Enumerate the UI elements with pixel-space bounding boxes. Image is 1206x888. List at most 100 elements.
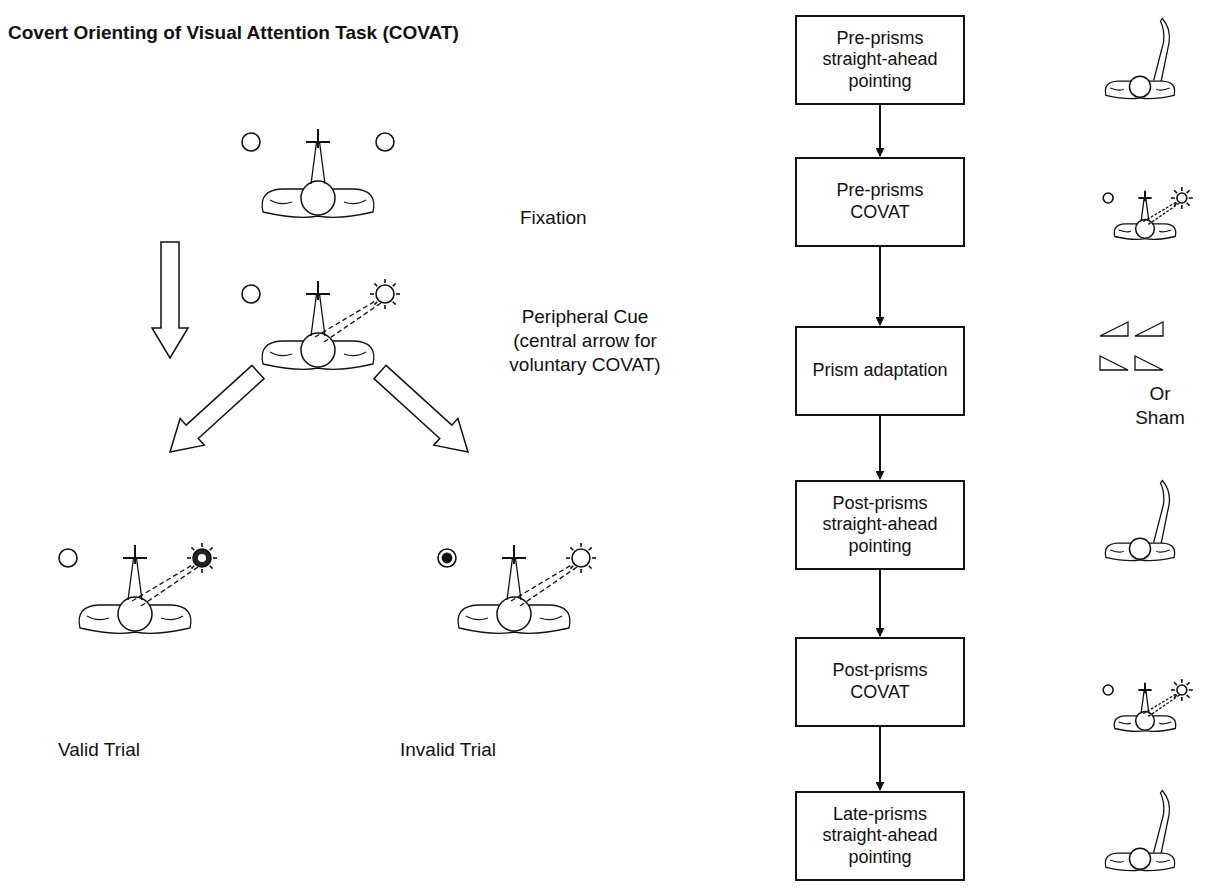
sight-line xyxy=(1141,690,1149,713)
cue-ray xyxy=(1181,679,1183,683)
box-text: Pre-prisms straight-ahead pointing xyxy=(797,28,963,93)
cue-ray xyxy=(1189,689,1193,691)
observer-scene xyxy=(242,279,400,369)
observer-scene xyxy=(438,543,596,633)
sight-line xyxy=(128,558,142,600)
cue-ray xyxy=(384,279,386,283)
head xyxy=(1129,848,1150,869)
sight-line xyxy=(1141,198,1149,221)
cue-ray xyxy=(210,547,213,550)
prism xyxy=(1135,356,1163,370)
cue-ray xyxy=(1174,190,1177,193)
flow-arrow xyxy=(879,570,881,636)
box-text: Late-prisms straight-ahead pointing xyxy=(797,804,963,869)
box-text: Post-prisms straight-ahead pointing xyxy=(797,493,963,558)
fixation-cross xyxy=(1138,191,1151,201)
cue-ray xyxy=(393,302,396,305)
pointing-arm xyxy=(1154,18,1170,81)
cue-ray xyxy=(1187,203,1190,206)
process-box: Post-prisms straight-ahead pointing xyxy=(795,480,965,570)
sight-line xyxy=(311,142,325,184)
target-placeholder xyxy=(376,133,394,151)
cue-ray xyxy=(1174,203,1177,206)
cue-ray xyxy=(1174,682,1177,685)
fixation-cross xyxy=(123,545,147,564)
label: Or Sham xyxy=(1130,382,1190,430)
sight-line xyxy=(311,294,325,336)
label: Peripheral Cue (central arrow for volunt… xyxy=(490,305,680,376)
sequence-arrow xyxy=(374,365,468,452)
head xyxy=(301,333,335,367)
head xyxy=(1136,711,1155,730)
target-placeholder xyxy=(242,285,260,303)
box-text: Prism adaptation xyxy=(804,360,955,382)
sight-line xyxy=(507,558,521,600)
process-box: Pre-prisms straight-ahead pointing xyxy=(795,15,965,105)
pointing-figure xyxy=(1105,480,1174,560)
cue-ray xyxy=(201,569,203,573)
cue-light-ring xyxy=(198,554,206,562)
cue-ray xyxy=(384,305,386,309)
cue-ray xyxy=(580,569,582,573)
cue-ray xyxy=(1171,197,1175,199)
prism-icons xyxy=(1100,322,1163,370)
process-box: Prism adaptation xyxy=(795,326,965,416)
prism xyxy=(1100,356,1128,370)
head xyxy=(1136,219,1155,238)
attention-line xyxy=(315,300,381,342)
cue-ray xyxy=(1189,197,1193,199)
prism xyxy=(1135,322,1163,336)
target-placeholder xyxy=(242,133,260,151)
process-box: Post-prisms COVAT xyxy=(795,637,965,727)
title: Covert Orienting of Visual Attention Tas… xyxy=(8,22,459,44)
flow-arrow xyxy=(879,247,881,325)
cue-ray xyxy=(1187,695,1190,698)
flow-arrow xyxy=(879,727,881,790)
cue-ray xyxy=(592,557,596,559)
label: Invalid Trial xyxy=(400,738,570,762)
cue-ray xyxy=(191,547,194,550)
cue-ray xyxy=(191,566,194,569)
pointing-figure xyxy=(1105,790,1174,870)
cue-ray xyxy=(396,293,400,295)
observer-scene xyxy=(59,543,217,633)
cue-ray xyxy=(187,557,191,559)
cue-ray xyxy=(1181,205,1183,209)
attention-line xyxy=(132,564,198,606)
cue-ray xyxy=(580,543,582,547)
cue-ray xyxy=(1174,695,1177,698)
fixation-cross xyxy=(306,281,330,300)
cue-ray xyxy=(1187,190,1190,193)
box-text: Pre-prisms COVAT xyxy=(797,180,963,223)
sequence-arrow xyxy=(152,242,188,358)
pointing-figure xyxy=(1105,18,1174,98)
label: Valid Trial xyxy=(58,738,208,762)
prism xyxy=(1100,322,1128,336)
cue-ray xyxy=(210,566,213,569)
cue-light xyxy=(572,549,590,567)
cue-ray xyxy=(1171,689,1175,691)
process-box: Pre-prisms COVAT xyxy=(795,157,965,247)
target-placeholder xyxy=(1103,193,1113,203)
attention-line xyxy=(511,564,577,606)
cue-ray xyxy=(570,566,573,569)
cue-ray xyxy=(566,557,570,559)
cue-light xyxy=(1177,193,1187,203)
observer-scene xyxy=(1103,679,1193,731)
pointing-arm xyxy=(1154,480,1170,543)
flow-arrow xyxy=(879,105,881,156)
observer-scene xyxy=(1103,187,1193,239)
attention-line xyxy=(1143,693,1179,716)
cue-ray xyxy=(370,293,374,295)
sequence-arrow xyxy=(170,365,264,452)
cue-ray xyxy=(570,547,573,550)
fixation-cross xyxy=(306,129,330,148)
cue-light xyxy=(1177,685,1187,695)
attention-line xyxy=(1143,201,1179,224)
target-dot xyxy=(442,553,453,564)
cue-ray xyxy=(589,566,592,569)
cue-ray xyxy=(589,547,592,550)
head xyxy=(301,181,335,215)
cue-ray xyxy=(1181,697,1183,701)
